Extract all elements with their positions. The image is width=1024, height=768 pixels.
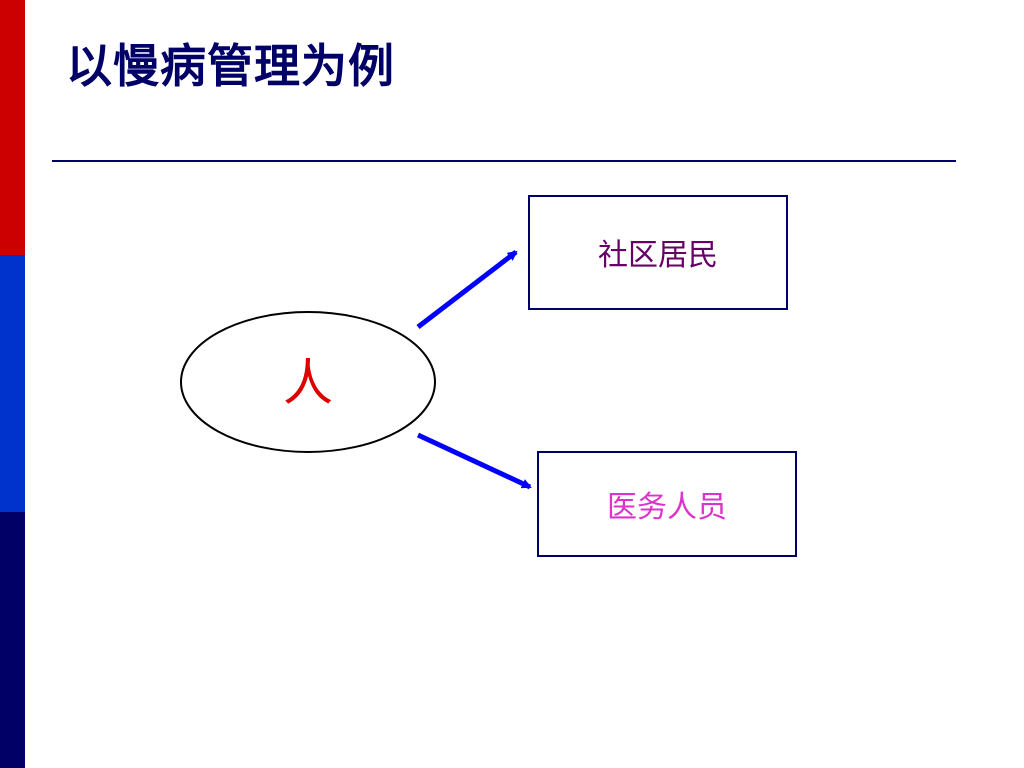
slide-title: 以慢病管理为例 (66, 39, 395, 93)
title-divider (52, 160, 956, 162)
center-node-label: 人 (283, 354, 333, 412)
staff-node-label: 医务人员 (607, 490, 727, 525)
resident-node-label: 社区居民 (598, 238, 718, 273)
center-node-ellipse (180, 311, 436, 453)
resident-node-box (528, 195, 788, 310)
side-bar-navy-segment (0, 512, 25, 768)
side-bar-blue-segment (0, 255, 25, 512)
staff-node-box (537, 451, 797, 557)
side-bar-red-segment (0, 0, 25, 255)
arrow-to-staff (416, 432, 532, 490)
side-color-bar (0, 0, 25, 768)
arrow-to-resident (416, 250, 518, 329)
